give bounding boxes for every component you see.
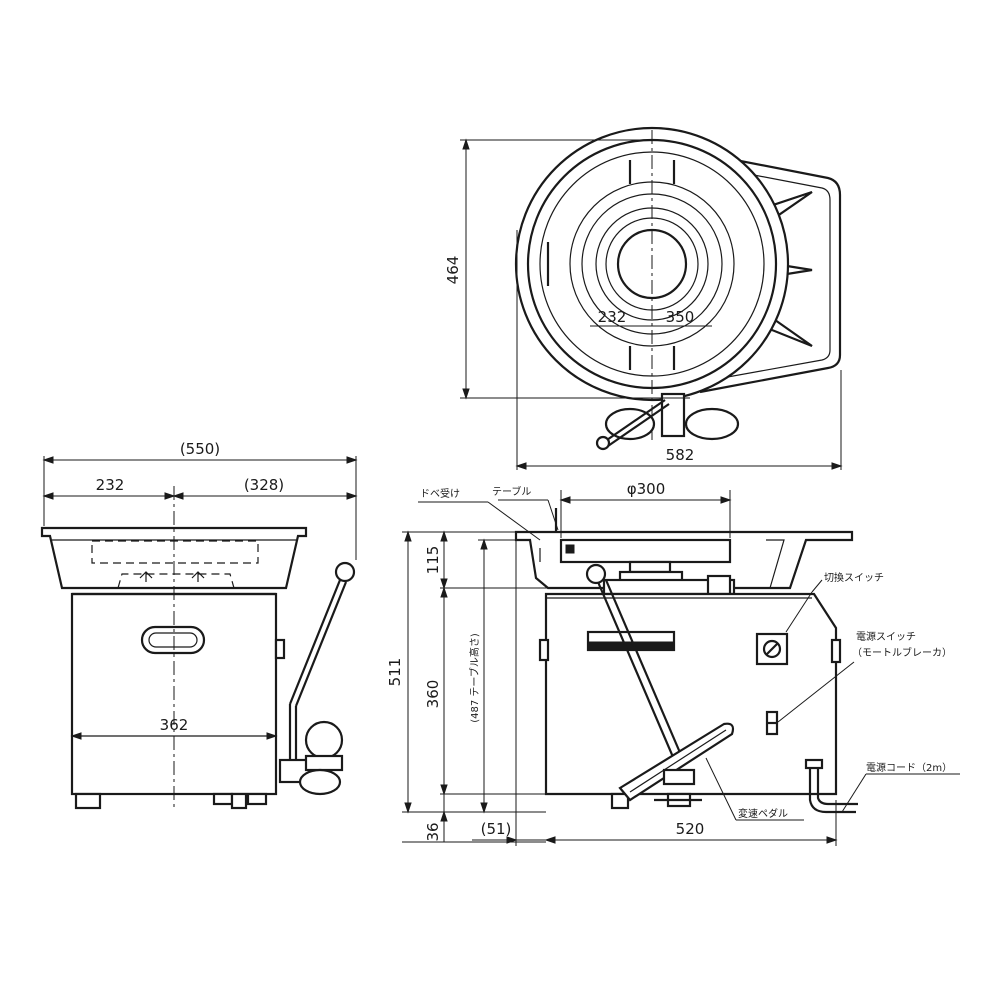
dim-328: (328) [244,476,284,494]
label-drain-tray: ドベ受け [420,488,460,500]
label-power-switch: 電源スイッチ [856,630,916,643]
dim-51: (51) [481,820,512,838]
label-power-cord: 電源コード（2m） [866,761,952,774]
front-tray [40,526,308,590]
dim-511: 511 [386,658,404,687]
dim-487: (487 テーブル高さ) [468,633,481,723]
dim-36: 36 [424,822,442,841]
dim-360: 360 [424,680,442,709]
dim-232-front: 232 [96,476,125,494]
dim-232-top: 232 [598,308,627,326]
dim-300: φ300 [627,480,666,498]
dim-550: (550) [180,440,220,458]
front-view: (550) 232 (328) 362 [40,440,358,810]
label-table: テーブル [492,485,531,498]
dim-362: 362 [160,716,189,734]
dim-464: 464 [444,256,462,285]
dim-520: 520 [676,820,705,838]
dim-582: 582 [666,446,695,464]
side-view: ドベ受け テーブル 切換スイッチ 電源スイッチ （モートルブレーカ） 電源コード… [386,480,960,846]
label-breaker: （モートルブレーカ） [852,646,952,659]
side-lever-knob [585,563,607,585]
dim-350-top: 350 [666,308,695,326]
front-lever-knob [334,561,356,583]
label-pedal: 変速ペダル [738,807,788,820]
side-body [544,592,838,796]
top-view: 464 582 232 350 [444,126,843,470]
power-cord [808,766,856,814]
top-view-frame [647,141,842,394]
front-handle-slot [140,625,206,655]
front-pedal [304,720,344,760]
label-switch: 切換スイッチ [824,572,884,584]
dim-115: 115 [424,546,442,575]
